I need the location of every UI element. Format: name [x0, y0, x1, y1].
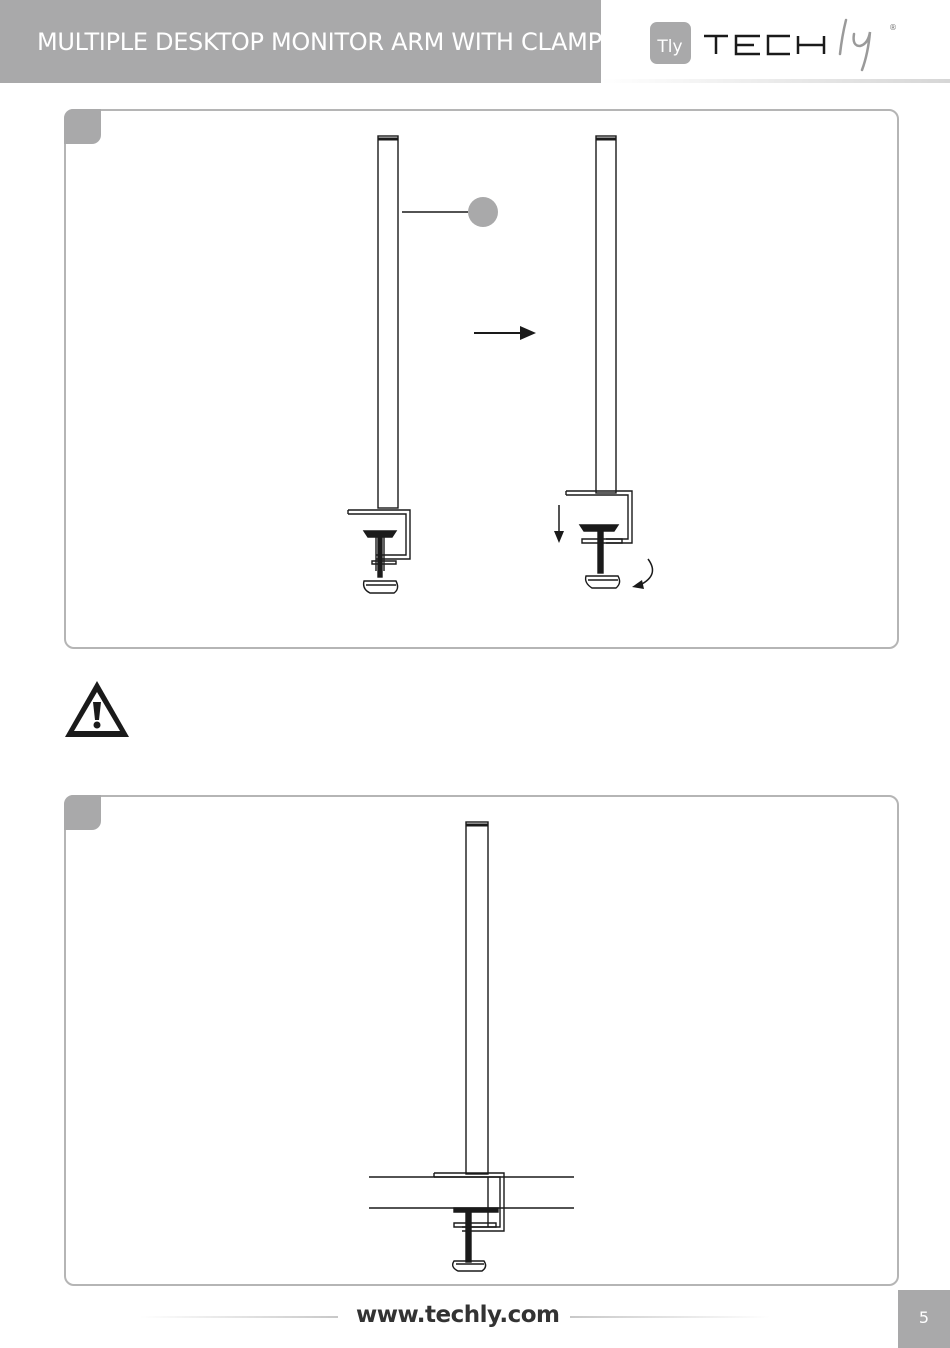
page-number: 5: [898, 1308, 950, 1327]
footer-rule-left: [140, 1316, 338, 1318]
pole-mounted: [369, 822, 574, 1271]
rotate-arrow-icon: [632, 559, 653, 589]
callout-marker: [468, 197, 498, 227]
footer-rule-right: [570, 1316, 770, 1318]
step-panel-1: [64, 109, 899, 649]
footer-url[interactable]: www.techly.com: [356, 1302, 556, 1328]
pole-left: [348, 136, 498, 593]
page-number-box: 5: [898, 1290, 950, 1348]
clamp-install-diagram: [66, 111, 901, 651]
pole-right: [566, 136, 632, 588]
logo-mark-text: Tly: [656, 37, 682, 57]
registered-mark: ®: [889, 23, 897, 32]
page-title: MULTIPLE DESKTOP MONITOR ARM WITH CLAMP: [37, 28, 602, 56]
arrow-right-icon: [474, 326, 536, 340]
step-panel-2: [64, 795, 899, 1286]
warning-icon: [62, 678, 132, 740]
arrow-down-icon: [554, 505, 564, 543]
clamp-mounted-diagram: [66, 797, 901, 1288]
header-band: MULTIPLE DESKTOP MONITOR ARM WITH CLAMP: [0, 0, 601, 83]
brand-logo: Tly ®: [648, 14, 908, 80]
